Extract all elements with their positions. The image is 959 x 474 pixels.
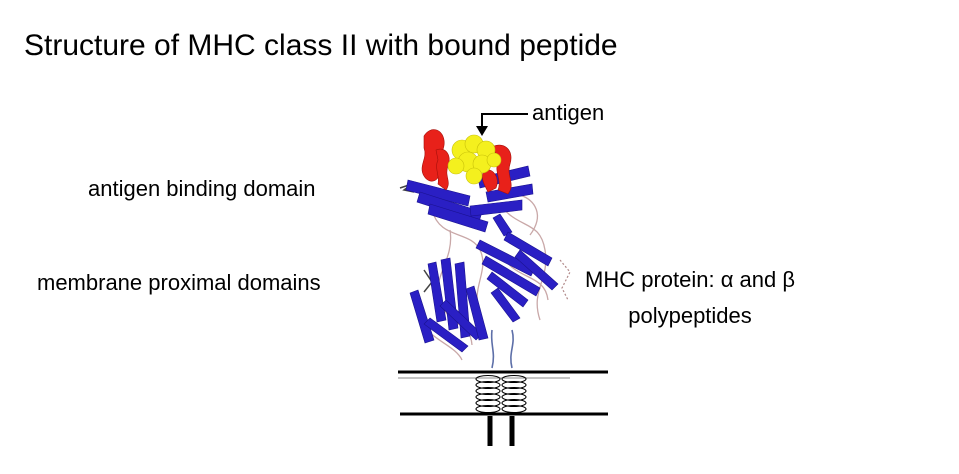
mhc-protein-label-line1: MHC protein: α and β	[585, 267, 796, 292]
alpha-helices	[421, 129, 512, 195]
transmembrane-tails	[490, 329, 514, 369]
cell-membrane	[398, 370, 608, 416]
beta-strands	[405, 165, 559, 353]
mhc-protein-label: MHC protein: α and β polypeptides	[585, 262, 795, 334]
membrane-proximal-domains-label: membrane proximal domains	[37, 270, 321, 295]
antigen-pointer-arrow	[476, 113, 528, 136]
antigen-peptide	[447, 134, 502, 185]
antigen-binding-domain-label: antigen binding domain	[88, 176, 316, 201]
antigen-label: antigen	[532, 100, 605, 125]
slide-title: Structure of MHC class II with bound pep…	[24, 29, 618, 62]
transmembrane-helices	[475, 374, 527, 414]
mhc-protein-pointer	[559, 259, 571, 301]
mhc-protein-label-line2: polypeptides	[628, 303, 752, 328]
cytoplasmic-tails	[487, 416, 515, 446]
